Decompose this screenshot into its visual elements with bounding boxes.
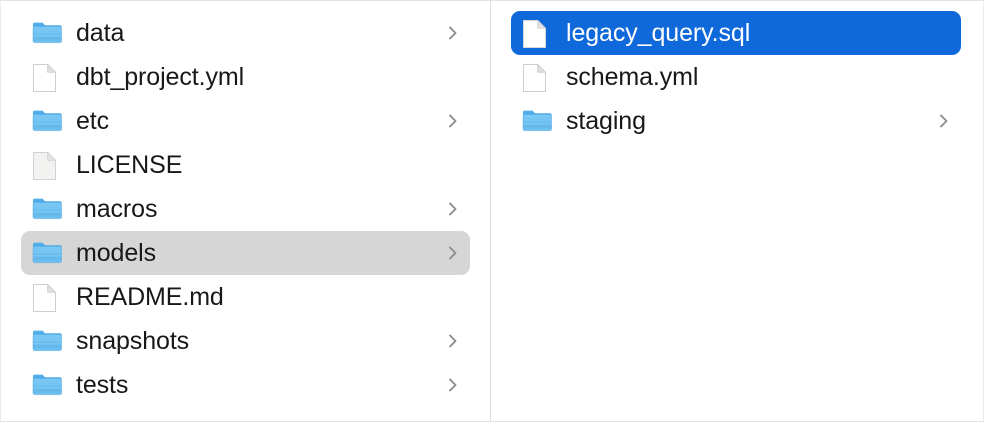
file-row[interactable]: tests: [21, 363, 470, 407]
file-name-label: staging: [566, 107, 646, 135]
file-name-label: snapshots: [76, 327, 190, 355]
plain-document-icon: [32, 151, 62, 180]
file-name-label: schema.yml: [566, 63, 699, 91]
folder-icon: [32, 107, 62, 135]
chevron-right-icon[interactable]: [446, 242, 460, 264]
file-row[interactable]: snapshots: [21, 319, 470, 363]
file-name-label: models: [76, 239, 156, 267]
column-child[interactable]: legacy_query.sql schema.yml staging: [491, 1, 983, 421]
folder-icon: [32, 327, 62, 355]
file-row[interactable]: README.md: [21, 275, 470, 319]
file-name-label: macros: [76, 195, 158, 223]
chevron-right-icon[interactable]: [446, 374, 460, 396]
document-icon: [32, 283, 62, 312]
document-icon: [522, 63, 552, 92]
file-row[interactable]: data: [21, 11, 470, 55]
file-row[interactable]: macros: [21, 187, 470, 231]
file-row[interactable]: LICENSE: [21, 143, 470, 187]
chevron-right-icon[interactable]: [937, 110, 951, 132]
folder-icon: [32, 19, 62, 47]
file-name-label: LICENSE: [76, 151, 183, 179]
file-row[interactable]: dbt_project.yml: [21, 55, 470, 99]
chevron-right-icon[interactable]: [446, 110, 460, 132]
folder-icon: [32, 371, 62, 399]
file-name-label: legacy_query.sql: [566, 19, 751, 47]
folder-icon: [32, 239, 62, 267]
document-icon: [32, 63, 62, 92]
file-row[interactable]: legacy_query.sql: [511, 11, 961, 55]
folder-icon: [522, 107, 552, 135]
document-icon: [522, 19, 552, 48]
file-name-label: dbt_project.yml: [76, 63, 245, 91]
file-row[interactable]: schema.yml: [511, 55, 961, 99]
file-name-label: tests: [76, 371, 129, 399]
file-name-label: data: [76, 19, 125, 47]
file-row[interactable]: etc: [21, 99, 470, 143]
chevron-right-icon[interactable]: [446, 198, 460, 220]
folder-icon: [32, 195, 62, 223]
chevron-right-icon[interactable]: [446, 22, 460, 44]
file-row[interactable]: staging: [511, 99, 961, 143]
chevron-right-icon[interactable]: [446, 330, 460, 352]
file-name-label: etc: [76, 107, 110, 135]
file-name-label: README.md: [76, 283, 224, 311]
file-row[interactable]: models: [21, 231, 470, 275]
